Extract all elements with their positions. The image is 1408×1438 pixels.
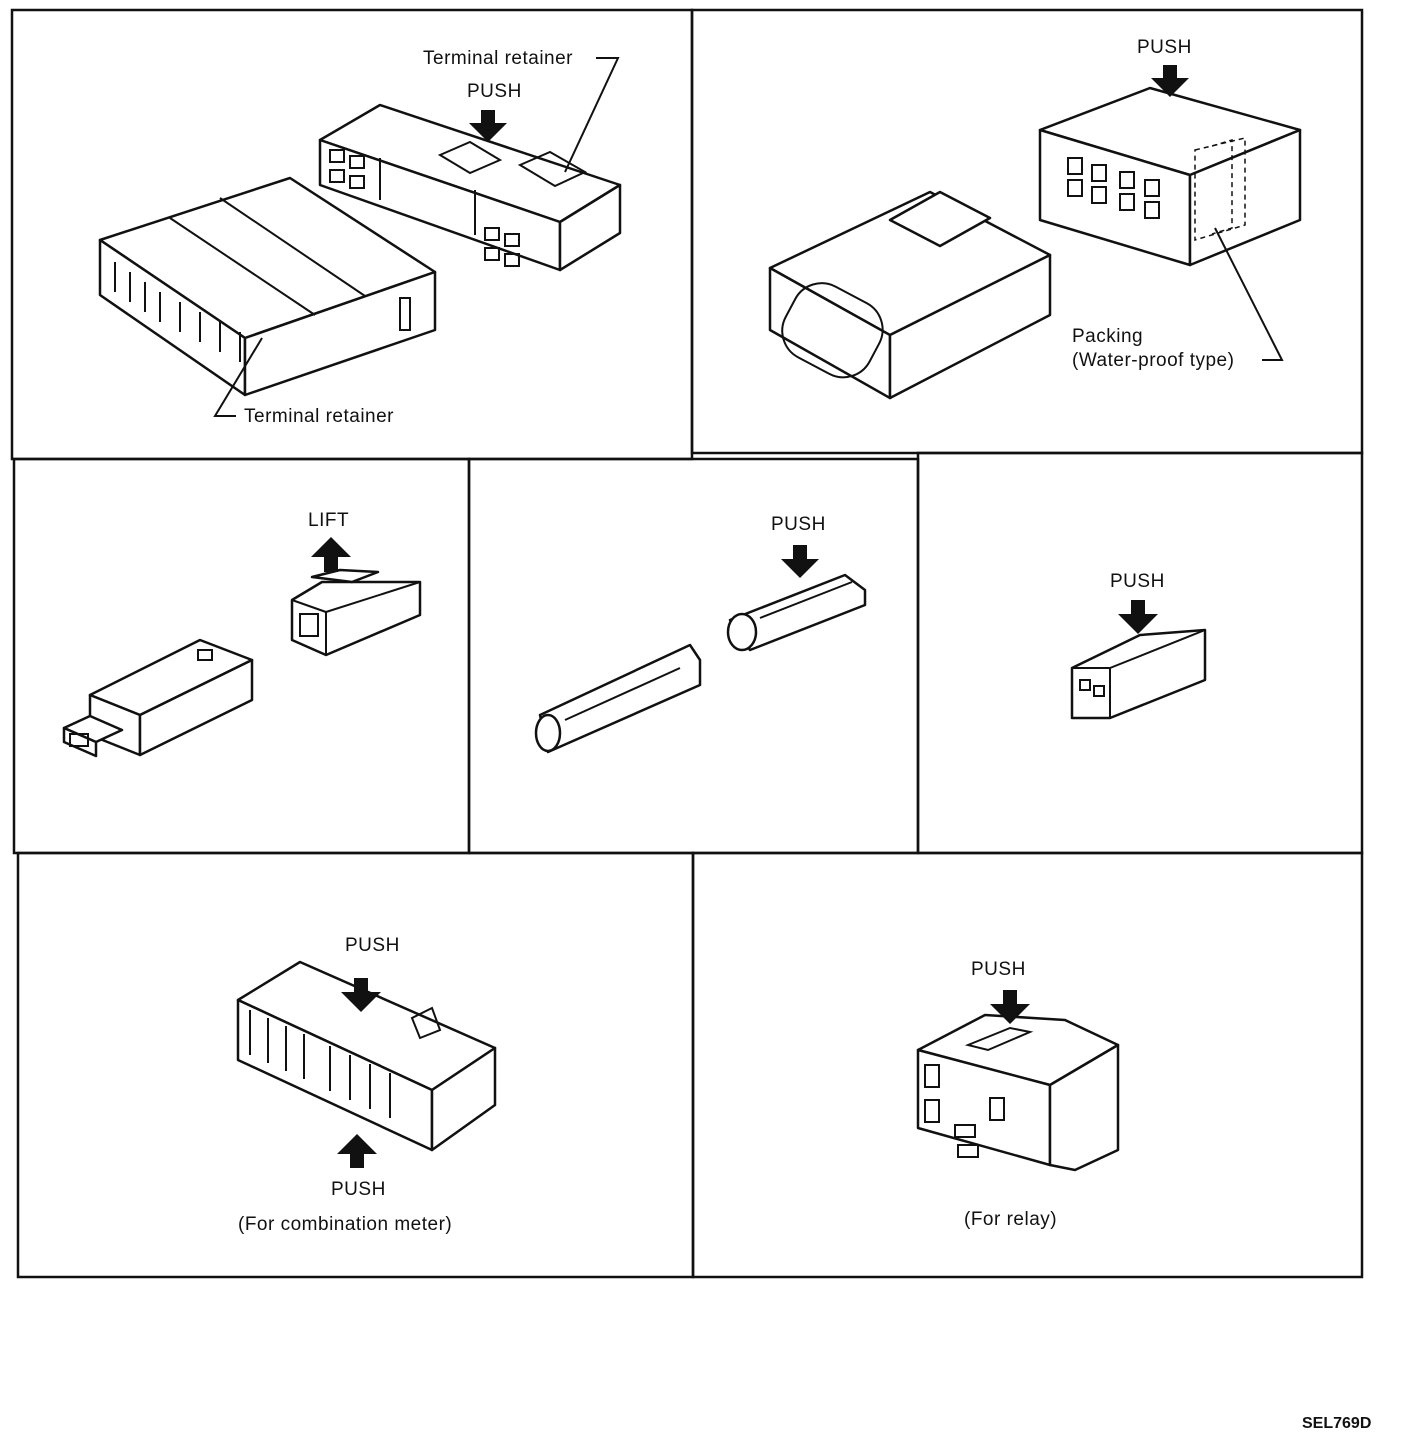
- label-push-panel2: PUSH: [1137, 37, 1192, 58]
- panel-frame-7: [691, 851, 1364, 1279]
- label-packing: Packing: [1072, 326, 1144, 347]
- push-arrow-icon: [469, 110, 507, 142]
- label-push-panel6-bottom: PUSH: [331, 1179, 386, 1200]
- leader-terminal-retainer-top: [564, 57, 620, 173]
- connector-waterproof-plug: [768, 190, 1052, 400]
- panel-frames: [10, 8, 1364, 1279]
- connector-multi-pin-housing: [318, 103, 622, 272]
- label-terminal-retainer-top: Terminal retainer: [423, 48, 573, 69]
- lift-arrow-icon: [311, 537, 351, 572]
- label-push-panel7: PUSH: [971, 959, 1026, 980]
- connector-two-pin: [1070, 628, 1207, 720]
- push-arrow-icon: [990, 990, 1030, 1024]
- caption-relay: (For relay): [964, 1209, 1058, 1230]
- push-arrow-icon: [1118, 600, 1158, 634]
- label-terminal-retainer-bottom: Terminal retainer: [244, 406, 394, 427]
- push-arrow-icon: [337, 1134, 377, 1168]
- connector-small-plug: [62, 638, 254, 758]
- push-arrow-icon: [1151, 65, 1189, 97]
- label-push-panel1: PUSH: [467, 81, 522, 102]
- leader-lines: [213, 57, 1284, 417]
- figure-code: SEL769D: [1302, 1415, 1372, 1432]
- label-push-panel6-top: PUSH: [345, 935, 400, 956]
- connector-waterproof-socket: [1038, 86, 1302, 267]
- push-arrow-icon: [341, 978, 381, 1012]
- caption-combination-meter: (For combination meter): [238, 1214, 453, 1235]
- connector-relay: [916, 1013, 1120, 1172]
- label-push-panel4: PUSH: [771, 514, 826, 535]
- leader-packing: [1214, 227, 1284, 361]
- label-water-proof-type: (Water-proof type): [1072, 350, 1235, 371]
- leader-terminal-retainer-bottom: [213, 337, 263, 417]
- push-arrow-icon: [781, 545, 819, 578]
- label-lift: LIFT: [308, 510, 350, 531]
- connector-combination-meter: [236, 960, 497, 1152]
- connector-small-socket: [290, 568, 422, 657]
- connector-large-housing: [98, 176, 437, 397]
- connector-tube-long: [534, 643, 702, 754]
- connector-tube-short: [726, 573, 867, 652]
- label-push-panel5: PUSH: [1110, 571, 1165, 592]
